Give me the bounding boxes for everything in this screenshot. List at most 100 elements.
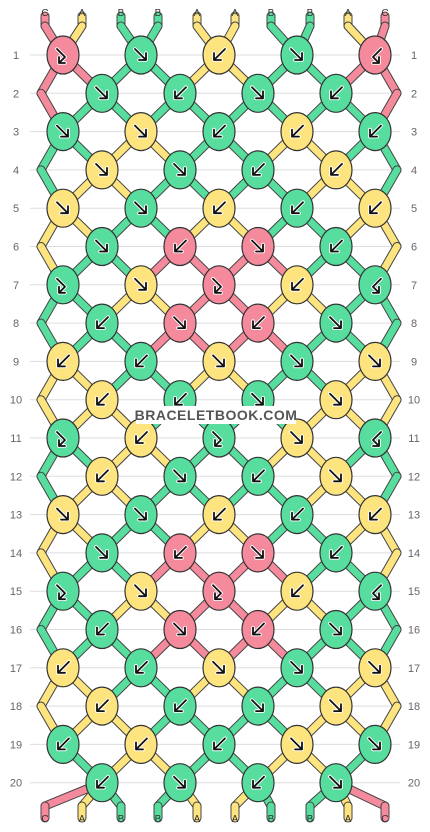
row-label-right: 15 [408, 586, 420, 598]
row-label-right: 17 [408, 663, 420, 675]
row-label-right: 6 [411, 242, 417, 254]
knot [124, 188, 158, 228]
knot-arrow-icon [95, 239, 108, 253]
strand-label-bottom: B [307, 814, 314, 825]
knot [85, 226, 119, 267]
knot [202, 571, 236, 611]
strand-label-bottom: B [118, 814, 125, 825]
knot-arrow-icon [329, 392, 342, 406]
row-label-left: 5 [13, 203, 19, 215]
knot [241, 150, 275, 190]
knot-arrow-icon [251, 86, 264, 100]
knot [163, 763, 197, 803]
knot-arrow-icon [330, 546, 343, 559]
knot [124, 341, 158, 381]
knot-arrow-icon [372, 584, 382, 601]
knot-arrow-icon [368, 737, 381, 751]
knot [163, 150, 197, 190]
knot-arrow-icon [212, 277, 222, 294]
row-label-right: 9 [411, 356, 417, 368]
knot [85, 533, 119, 573]
knot-arrow-icon [56, 507, 69, 521]
knot-arrow-icon [368, 660, 381, 674]
knot-arrow-icon [212, 354, 225, 368]
knot-arrow-icon [95, 86, 108, 100]
knot [124, 571, 158, 611]
row-label-left: 15 [10, 586, 22, 598]
knot-arrow-icon [56, 48, 66, 64]
knot [202, 418, 236, 458]
knot [241, 763, 275, 803]
row-label-left: 7 [13, 280, 19, 292]
knot [124, 112, 158, 152]
knot [319, 686, 353, 726]
knot-arrow-icon [213, 737, 226, 751]
strand-label-top: B [118, 8, 125, 19]
knot-arrow-icon [372, 48, 382, 64]
knot-arrow-icon [252, 469, 265, 483]
strand-label-top: A [345, 8, 352, 19]
strand-label-bottom: A [345, 814, 352, 825]
row-label-right: 18 [408, 701, 420, 713]
knot-arrow-icon [134, 201, 147, 215]
knot-arrow-icon [251, 239, 264, 253]
knot [85, 686, 119, 726]
knot-arrow-icon [330, 162, 343, 176]
strand-label-top: A [232, 8, 239, 19]
knot [319, 150, 353, 190]
knot [46, 341, 80, 381]
knot-arrow-icon [290, 660, 303, 674]
knot [46, 188, 80, 228]
watermark-background [136, 406, 296, 424]
strand-label-bottom: A [232, 814, 239, 825]
knot-arrow-icon [368, 354, 381, 368]
knot [85, 763, 119, 803]
row-label-right: 1 [411, 50, 417, 62]
knot [124, 35, 158, 75]
knot-arrow-icon [251, 392, 264, 406]
knot [319, 380, 353, 420]
row-label-right: 14 [408, 548, 420, 560]
knot [280, 341, 314, 381]
strand-label-bottom: A [79, 814, 86, 825]
row-label-right: 3 [411, 127, 417, 139]
row-label-right: 11 [408, 433, 419, 445]
knot-arrow-icon [173, 469, 186, 483]
knot-arrow-icon [135, 354, 148, 368]
strand-label-top: B [307, 8, 314, 19]
knot [280, 35, 314, 75]
knot-arrow-icon [173, 775, 186, 789]
knot [46, 494, 80, 535]
knot [85, 380, 119, 420]
knot [280, 188, 314, 228]
knot [358, 724, 392, 765]
knot [319, 73, 353, 113]
knot [241, 533, 275, 573]
knot-arrow-icon [251, 699, 264, 712]
knot-arrow-icon [135, 737, 148, 751]
knot [124, 648, 158, 688]
row-label-left: 9 [13, 356, 19, 368]
knot-arrow-icon [135, 660, 148, 674]
knot-arrow-icon [96, 392, 109, 406]
strand-label-top: C [41, 8, 48, 19]
knot-arrow-icon [291, 584, 304, 598]
knot-arrow-icon [96, 316, 109, 330]
knot-arrow-icon [291, 201, 304, 215]
strand-label-bottom: C [41, 814, 48, 825]
knot-arrow-icon [291, 124, 304, 138]
knot [319, 763, 353, 803]
knot [202, 188, 236, 228]
knot-arrow-icon [56, 201, 69, 215]
knot [358, 418, 392, 458]
row-label-right: 16 [408, 625, 420, 637]
knot-arrow-icon [329, 316, 342, 330]
knot [358, 571, 392, 611]
row-label-left: 2 [13, 88, 19, 100]
knot-arrow-icon [56, 584, 66, 601]
knot [280, 494, 314, 535]
knot [124, 724, 158, 765]
knot-arrow-icon [329, 699, 342, 712]
row-label-right: 10 [408, 395, 420, 407]
row-label-right: 5 [411, 203, 417, 215]
